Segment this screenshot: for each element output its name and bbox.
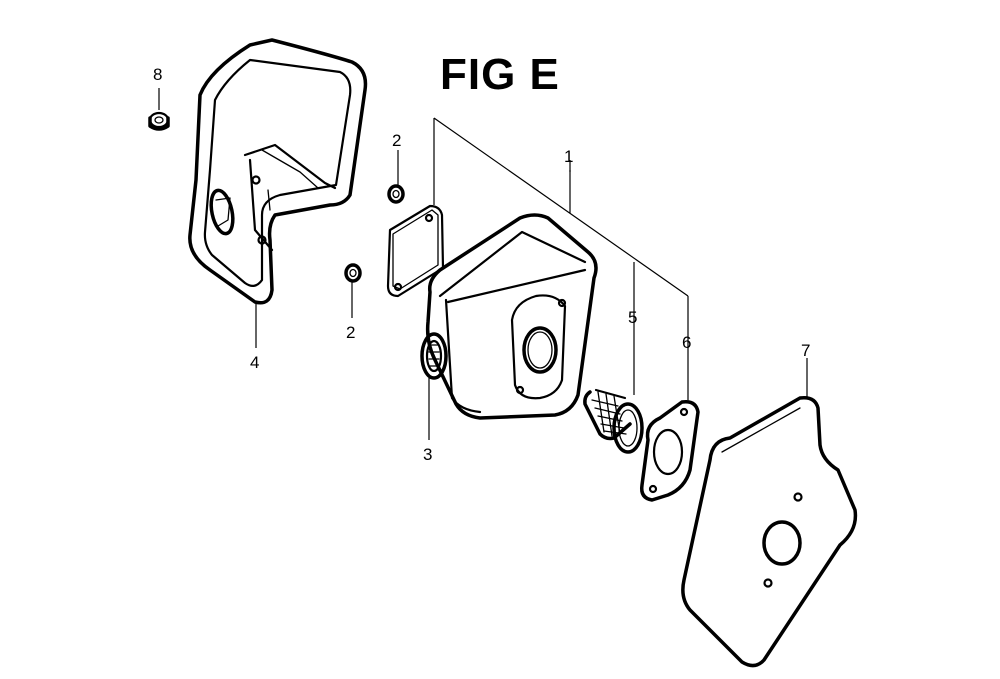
callout-2-upper: 2 [392,131,401,150]
part-3-side-cap [420,332,448,380]
part-5-spark-arrester [583,388,644,454]
figure-title: FIG E [440,50,560,99]
part-1-muffler-body [425,213,598,420]
callout-4: 4 [250,353,259,372]
callout-7: 7 [801,341,810,360]
part-7-heat-shield [681,395,858,668]
callout-1: 1 [564,147,573,166]
callout-labels: 8 4 2 2 1 3 5 6 7 [153,65,810,464]
callout-2-lower: 2 [346,323,355,342]
part-8-nut [148,111,170,131]
part-2-washer-lower [344,263,362,283]
leader-lines [158,88,808,440]
leader-1-bracket [433,117,689,297]
part-6-gasket [639,399,700,502]
callout-8: 8 [153,65,162,84]
part-1-plate [386,204,445,298]
part-4-muffler-protector [188,38,368,305]
callout-6: 6 [682,333,691,352]
callout-3: 3 [423,445,432,464]
part-2-washer-upper [387,184,405,204]
callout-5: 5 [628,308,637,327]
